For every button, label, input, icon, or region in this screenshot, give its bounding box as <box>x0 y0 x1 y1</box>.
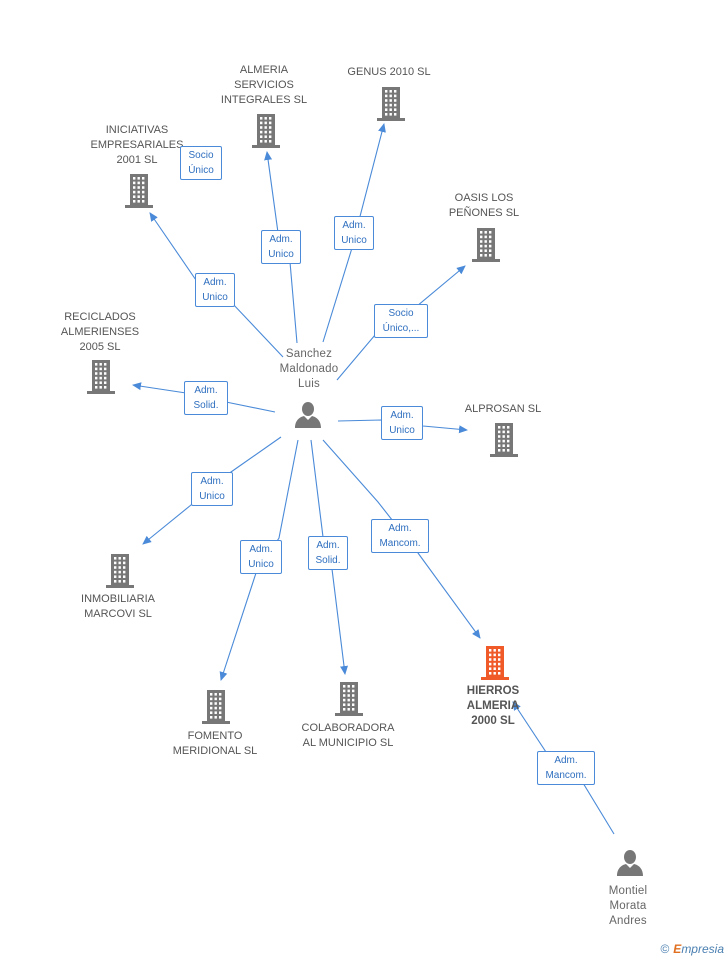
footer-brand: ©Empresia <box>660 942 724 956</box>
company-label-hierros[interactable]: HIERROS ALMERIA 2000 SL <box>466 685 520 727</box>
building-icon-reciclados[interactable] <box>86 359 116 394</box>
relation-box-iniciativas-socio[interactable]: Socio Único <box>180 146 222 180</box>
company-label-oasis[interactable]: OASIS LOS PEÑONES SL <box>448 192 520 219</box>
building-icon-iniciativas[interactable] <box>124 173 154 208</box>
relation-box-hierros-montiel[interactable]: Adm. Mancom. <box>537 751 595 785</box>
relation-box-inmobiliaria[interactable]: Adm. Unico <box>191 472 233 506</box>
relation-box-iniciativas-adm[interactable]: Adm. Unico <box>195 273 235 307</box>
company-label-inmobiliaria[interactable]: INMOBILIARIA MARCOVI SL <box>81 593 155 620</box>
relation-box-reciclados[interactable]: Adm. Solid. <box>184 381 228 415</box>
person-label-montiel[interactable]: Montiel Morata Andres <box>608 885 648 927</box>
brand-name: mpresia <box>681 942 724 956</box>
company-label-almeria-servicios[interactable]: ALMERIA SERVICIOS INTEGRALES SL <box>220 64 308 106</box>
building-icon-alprosan[interactable] <box>489 422 519 457</box>
company-label-fomento[interactable]: FOMENTO MERIDIONAL SL <box>172 730 258 757</box>
company-label-iniciativas[interactable]: INICIATIVAS EMPRESARIALES 2001 SL <box>90 124 184 166</box>
building-icon-genus[interactable] <box>376 86 406 121</box>
building-icon-inmobiliaria[interactable] <box>105 553 135 588</box>
person-icon-montiel[interactable] <box>615 848 645 878</box>
relation-box-fomento[interactable]: Adm. Unico <box>240 540 282 574</box>
relation-box-oasis[interactable]: Socio Único,... <box>374 304 428 338</box>
copyright-symbol: © <box>660 942 670 956</box>
company-label-genus[interactable]: GENUS 2010 SL <box>347 66 431 78</box>
building-icon-oasis[interactable] <box>471 227 501 262</box>
brand-initial: E <box>673 942 682 956</box>
building-icon-fomento[interactable] <box>201 689 231 724</box>
company-label-colaboradora[interactable]: COLABORADORA AL MUNICIPIO SL <box>301 722 395 749</box>
relation-box-alprosan[interactable]: Adm. Unico <box>381 406 423 440</box>
relation-box-genus[interactable]: Adm. Unico <box>334 216 374 250</box>
relation-box-hierros-center[interactable]: Adm. Mancom. <box>371 519 429 553</box>
building-icon-almeria-servicios[interactable] <box>251 113 281 148</box>
company-label-alprosan[interactable]: ALPROSAN SL <box>464 403 542 415</box>
company-label-reciclados[interactable]: RECICLADOS ALMERIENSES 2005 SL <box>60 311 140 353</box>
center-person-icon[interactable] <box>293 400 323 430</box>
relation-box-almeria-servicios[interactable]: Adm. Unico <box>261 230 301 264</box>
center-person-name[interactable]: Sanchez Maldonado Luis <box>279 348 339 390</box>
building-icon-colaboradora[interactable] <box>334 681 364 716</box>
building-icon-hierros[interactable] <box>480 645 510 680</box>
relation-box-colaboradora[interactable]: Adm. Solid. <box>308 536 348 570</box>
